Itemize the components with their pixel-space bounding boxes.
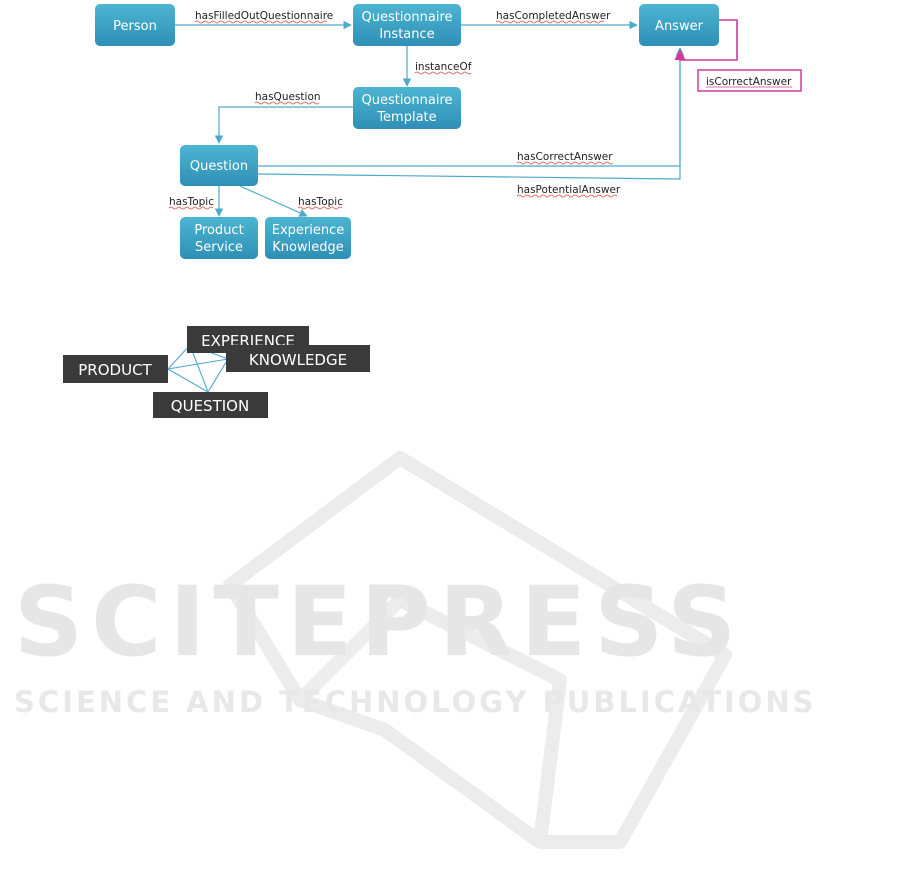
edges bbox=[175, 19, 738, 217]
node-questionnaire-instance-line2: Instance bbox=[379, 27, 434, 42]
edge-labels: hasFilledOutQuestionnaire hasCompletedAn… bbox=[168, 10, 802, 210]
edge-has-question bbox=[214, 106, 353, 144]
squiggle-has-correct-answer bbox=[516, 161, 614, 165]
tag-edge-product-knowledge bbox=[167, 358, 229, 370]
node-questionnaire-instance-line1: Questionnaire bbox=[361, 10, 452, 25]
label-has-question: hasQuestion bbox=[255, 91, 321, 103]
watermark: SCITEPRESS SCIENCE AND TECHNOLOGY PUBLIC… bbox=[14, 451, 817, 849]
tag-question-label: QUESTION bbox=[171, 397, 249, 415]
tag-edge-knowledge-question bbox=[207, 358, 229, 393]
node-experience-knowledge: Experience Knowledge bbox=[265, 217, 351, 259]
tag-graph: QUESTION EXPERIENCE PRODUCT KNOWLEDGE bbox=[63, 326, 370, 418]
node-person: Person bbox=[95, 4, 175, 46]
tag-edge-product-experience bbox=[167, 344, 191, 370]
node-answer-label: Answer bbox=[655, 19, 704, 34]
nodes: Person Questionnaire Instance Answer Que… bbox=[95, 4, 719, 259]
node-product-service-line1: Product bbox=[194, 223, 243, 238]
squiggle-has-question bbox=[254, 101, 320, 105]
tag-product-label: PRODUCT bbox=[78, 361, 152, 379]
tag-edge-product-question bbox=[167, 368, 209, 393]
node-questionnaire-template-line2: Template bbox=[376, 110, 436, 125]
watermark-title: SCITEPRESS bbox=[14, 566, 744, 678]
node-questionnaire-template-line1: Questionnaire bbox=[361, 93, 452, 108]
node-questionnaire-instance: Questionnaire Instance bbox=[353, 4, 461, 46]
label-has-correct-answer: hasCorrectAnswer bbox=[517, 151, 613, 163]
edge-has-potential-answer bbox=[257, 48, 681, 180]
node-questionnaire-template: Questionnaire Template bbox=[353, 87, 461, 129]
squiggle-has-completed-answer bbox=[495, 20, 605, 24]
watermark-subtitle: SCIENCE AND TECHNOLOGY PUBLICATIONS bbox=[14, 685, 817, 719]
tag-knowledge: KNOWLEDGE bbox=[226, 345, 370, 372]
squiggle-has-topic-1 bbox=[168, 206, 214, 210]
squiggle-has-filled-out bbox=[194, 20, 328, 24]
is-correct-answer-box bbox=[697, 69, 802, 92]
label-is-correct-answer: isCorrectAnswer bbox=[706, 76, 792, 88]
node-question: Question bbox=[180, 145, 258, 186]
edge-is-correct-answer-loop bbox=[674, 19, 738, 61]
label-has-potential-answer: hasPotentialAnswer bbox=[517, 184, 621, 196]
label-has-completed-answer: hasCompletedAnswer bbox=[496, 10, 611, 22]
node-experience-knowledge-line1: Experience bbox=[272, 223, 345, 238]
label-has-topic-1: hasTopic bbox=[169, 196, 214, 208]
squiggle-has-topic-2 bbox=[297, 206, 343, 210]
tag-knowledge-label: KNOWLEDGE bbox=[249, 351, 347, 369]
squiggle-has-potential-answer bbox=[516, 194, 618, 198]
node-answer: Answer bbox=[639, 4, 719, 46]
label-has-topic-2: hasTopic bbox=[298, 196, 343, 208]
tag-question: QUESTION bbox=[153, 392, 268, 418]
edge-has-topic-2 bbox=[239, 185, 308, 217]
label-has-filled-out: hasFilledOutQuestionnaire bbox=[195, 10, 333, 22]
squiggle-instance-of bbox=[414, 71, 472, 75]
node-product-service-line2: Service bbox=[195, 240, 243, 255]
tag-product: PRODUCT bbox=[63, 355, 168, 383]
node-product-service: Product Service bbox=[180, 217, 258, 259]
node-question-label: Question bbox=[190, 159, 248, 174]
label-instance-of: instanceOf bbox=[415, 61, 472, 73]
node-person-label: Person bbox=[113, 19, 157, 34]
watermark-book-logo bbox=[223, 451, 732, 849]
node-experience-knowledge-line2: Knowledge bbox=[272, 240, 343, 255]
